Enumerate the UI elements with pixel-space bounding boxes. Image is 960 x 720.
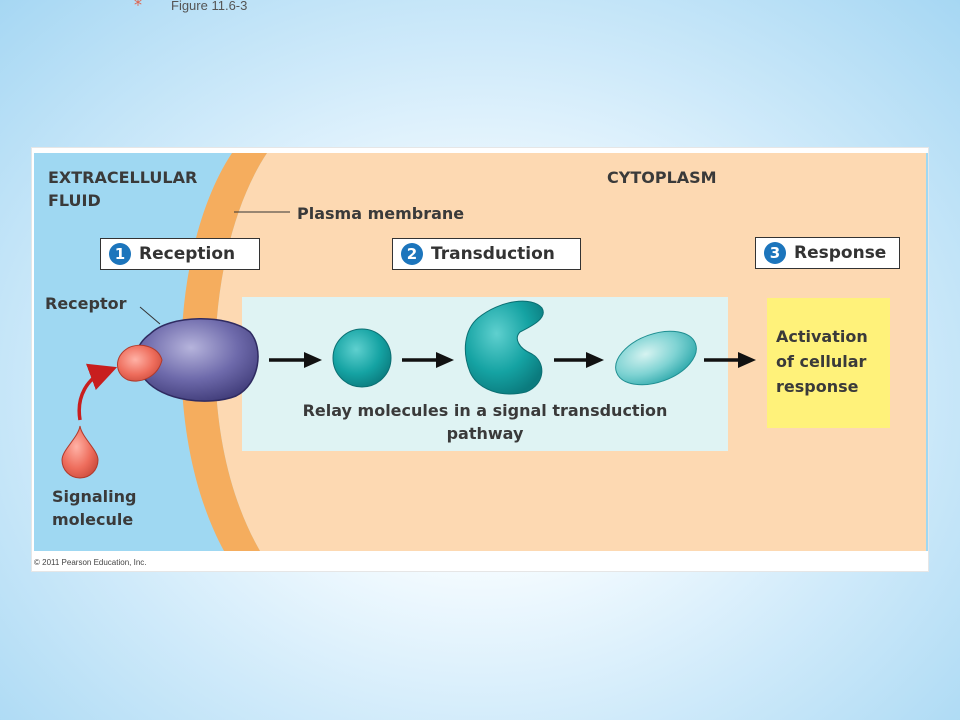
relay-caption-line1: Relay molecules in a signal transduction [302,401,668,420]
extracellular-fluid-label: EXTRACELLULAR FLUID [48,166,197,212]
relay-molecule-2 [464,300,544,395]
relay-molecule-3 [615,330,697,386]
bound-signal-molecule [117,344,163,382]
pathway-arrow-1 [269,352,322,368]
signal-transduction-figure: EXTRACELLULAR FLUID CYTOPLASM Plasma mem… [31,147,929,572]
relay-molecules-caption: Relay molecules in a signal transduction… [242,399,728,445]
signaling-molecule-shape [61,425,99,479]
step-reception: 1 Reception [100,238,260,270]
step-response: 3 Response [755,237,900,269]
step-number-3: 3 [764,242,786,264]
binding-arrow [77,363,118,421]
signaling-label-line1: Signaling [52,487,137,506]
step-label-transduction: Transduction [431,244,555,264]
relay-molecule-1 [332,328,392,388]
step-number-2: 2 [401,243,423,265]
slide-bullet: * [134,0,142,14]
relay-caption-line2: pathway [446,424,524,443]
step-transduction: 2 Transduction [392,238,581,270]
activation-label-line1: Activation [776,327,868,346]
step-number-1: 1 [109,243,131,265]
figure-artwork [34,153,928,571]
activation-label-line3: response [776,377,859,396]
step-label-response: Response [794,243,887,263]
activation-response-label: Activation of cellular response [776,324,868,399]
copyright-strip [34,551,928,571]
signaling-label-line2: molecule [52,510,134,529]
receptor-leader [139,306,161,325]
plasma-membrane-label: Plasma membrane [297,204,465,223]
extracellular-label-line2: FLUID [48,191,101,210]
copyright-text: © 2011 Pearson Education, Inc. [34,558,147,567]
pathway-arrow-4 [704,352,756,368]
step-label-reception: Reception [139,244,236,264]
receptor-label: Receptor [45,294,127,313]
activation-label-line2: of cellular [776,352,867,371]
response-panel [767,298,890,428]
pathway-arrow-3 [554,352,604,368]
signaling-molecule-label: Signaling molecule [52,485,136,531]
extracellular-label-line1: EXTRACELLULAR [48,168,198,187]
pathway-arrow-2 [402,352,454,368]
figure-caption: Figure 11.6-3 [171,0,248,13]
cytoplasm-label: CYTOPLASM [607,168,717,187]
